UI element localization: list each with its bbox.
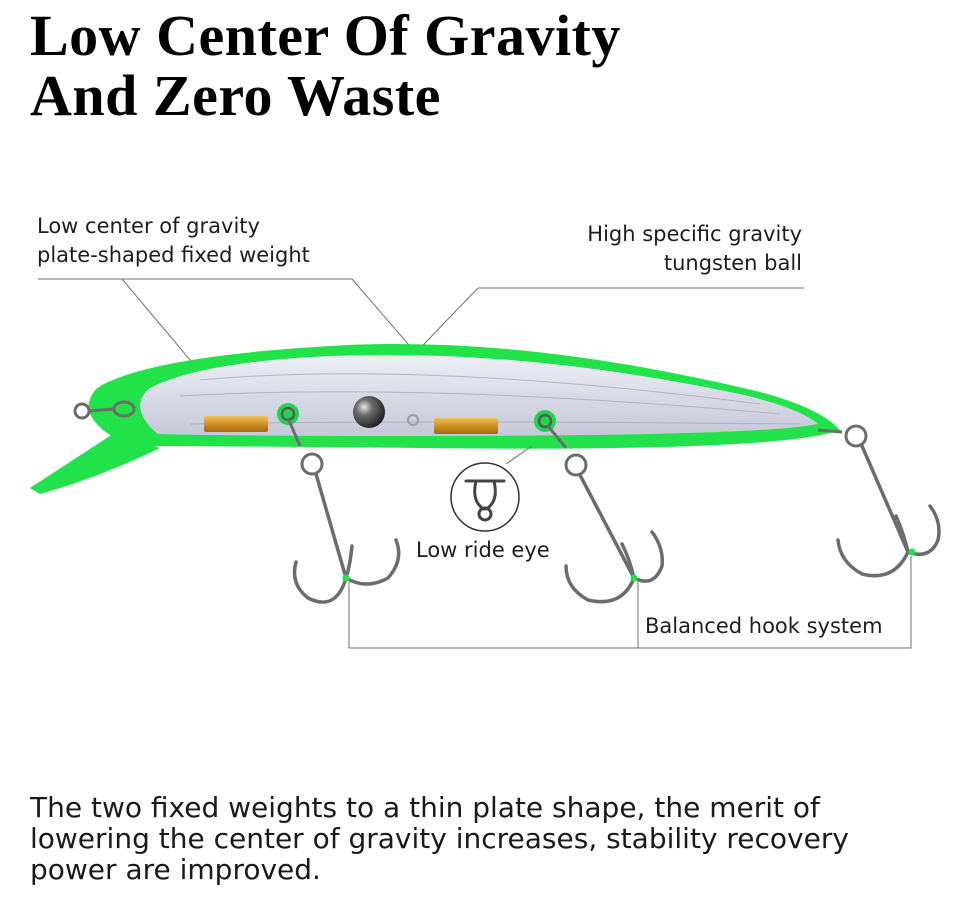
description-line-2: lowering the center of gravity increases…	[30, 822, 849, 855]
tungsten-ball	[353, 396, 385, 428]
treble-hook-rear	[836, 444, 941, 578]
treble-hook-front	[292, 472, 401, 604]
tungsten-ball-label-line-1: High specific gravity	[587, 222, 802, 246]
tungsten-ball-label-line-2: tungsten ball	[663, 251, 802, 275]
fixed-weight-label-line-1: Low center of gravity	[37, 214, 260, 238]
lure-body	[30, 343, 840, 494]
description-line-3: power are improved.	[30, 853, 321, 886]
tungsten-ball-label: High specific gravity tungsten ball	[587, 220, 802, 278]
fixed-weight-label: Low center of gravity plate-shaped fixed…	[37, 212, 310, 270]
fixed-weight-label-line-2: plate-shaped fixed weight	[37, 243, 310, 267]
hook-marker-front	[342, 574, 350, 582]
lure-clear-body	[140, 354, 818, 436]
description-text: The two fixed weights to a thin plate sh…	[30, 792, 849, 885]
ride-eye-icon	[464, 479, 506, 522]
plate-weight-rear	[434, 418, 498, 434]
ball-channel-ring	[407, 414, 419, 426]
split-rings	[286, 417, 868, 477]
treble-hook-middle	[564, 473, 665, 604]
ride-eye-inset	[450, 445, 533, 532]
description-line-1: The two fixed weights to a thin plate sh…	[30, 791, 820, 824]
page-title-line-1: Low Center Of Gravity	[30, 3, 621, 68]
hook-marker-rear	[908, 548, 916, 556]
ride-eye-label: Low ride eye	[416, 538, 550, 562]
page-title: Low Center Of Gravity And Zero Waste	[30, 6, 621, 126]
nose-line-tie	[73, 400, 136, 420]
hook-system-bracket	[348, 556, 912, 649]
hook-system-label: Balanced hook system	[645, 614, 883, 638]
plate-weight-front	[204, 416, 268, 432]
hook-marker-middle	[630, 574, 638, 582]
belly-hanger-rear	[534, 410, 556, 432]
page-title-line-2: And Zero Waste	[30, 63, 441, 128]
lure-lip	[30, 432, 160, 494]
